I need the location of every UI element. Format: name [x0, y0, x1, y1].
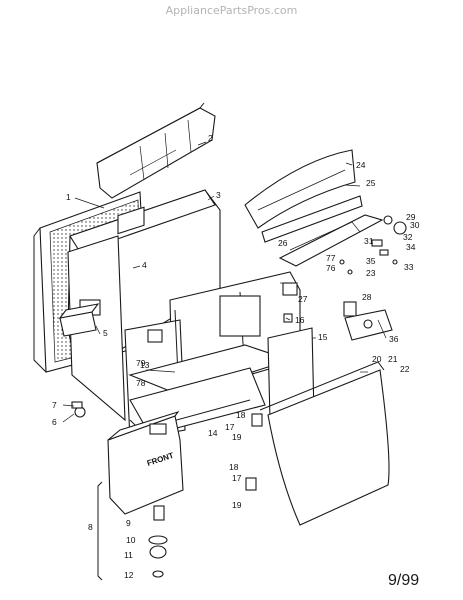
callout-25: 25: [366, 178, 376, 188]
callout-77: 77: [326, 253, 336, 263]
part-front-door[interactable]: [259, 361, 390, 526]
date-code: 9/99: [388, 572, 420, 589]
part-knob-housing[interactable]: [58, 303, 100, 337]
part-water-tank[interactable]: [107, 410, 184, 515]
callout-7: 7: [52, 400, 57, 410]
callout-3: 3: [216, 190, 221, 200]
callout-29: 29: [406, 212, 416, 222]
callout-11: 11: [124, 550, 133, 560]
callout-8: 8: [88, 522, 93, 532]
part-top-grille[interactable]: [96, 102, 216, 199]
callout-21: 21: [388, 354, 398, 364]
part-caster[interactable]: [71, 401, 86, 418]
callout-34: 34: [406, 242, 416, 252]
callout-35: 35: [366, 256, 376, 266]
part-cabinet-shell[interactable]: [67, 189, 221, 422]
callout-5: 5: [103, 328, 108, 338]
callout-24: 24: [356, 160, 366, 170]
callout-10: 10: [126, 535, 136, 545]
callout-2: 2: [208, 133, 213, 143]
callout-16: 16: [295, 315, 305, 325]
callout-79: 79: [136, 358, 146, 368]
callout-9: 9: [126, 518, 131, 528]
callout-15: 15: [318, 332, 328, 342]
callout-22: 22: [400, 364, 410, 374]
part-switch-bracket[interactable]: [343, 301, 393, 341]
callout-78: 78: [136, 378, 146, 388]
callout-27: 27: [298, 294, 308, 304]
callout-19: 19: [232, 432, 242, 442]
part-door-hinges[interactable]: [245, 413, 263, 491]
callout-20: 20: [372, 354, 382, 364]
watermark: AppliancePartsPros.com: [165, 4, 298, 17]
part-top-louver[interactable]: [244, 149, 356, 229]
leader-lines: [62, 141, 387, 423]
callout-19: 19: [232, 500, 242, 510]
callout-17: 17: [232, 473, 242, 483]
part-louver-base[interactable]: [278, 214, 384, 267]
callout-1: 1: [66, 192, 71, 202]
part-small-fittings[interactable]: [339, 215, 407, 275]
part-louver-strip[interactable]: [261, 195, 363, 243]
callout-28: 28: [362, 292, 372, 302]
callout-30: 30: [410, 220, 420, 230]
callout-17: 17: [225, 422, 235, 432]
callout-12: 12: [124, 570, 134, 580]
callout-31: 31: [364, 236, 374, 246]
callout-18: 18: [229, 462, 239, 472]
callout-23: 23: [366, 268, 376, 278]
callout-33: 33: [404, 262, 414, 272]
callout-76: 76: [326, 263, 336, 273]
callout-26: 26: [278, 238, 288, 248]
callout-13: 13: [140, 360, 150, 370]
callout-36: 36: [389, 334, 399, 344]
callout-6: 6: [52, 417, 57, 427]
callout-14: 14: [208, 428, 218, 438]
callout-4: 4: [142, 260, 147, 270]
part-tank-valve[interactable]: [148, 505, 168, 578]
callout-32: 32: [403, 232, 413, 242]
callout-18: 18: [236, 410, 246, 420]
part-control-switch[interactable]: [282, 282, 298, 323]
